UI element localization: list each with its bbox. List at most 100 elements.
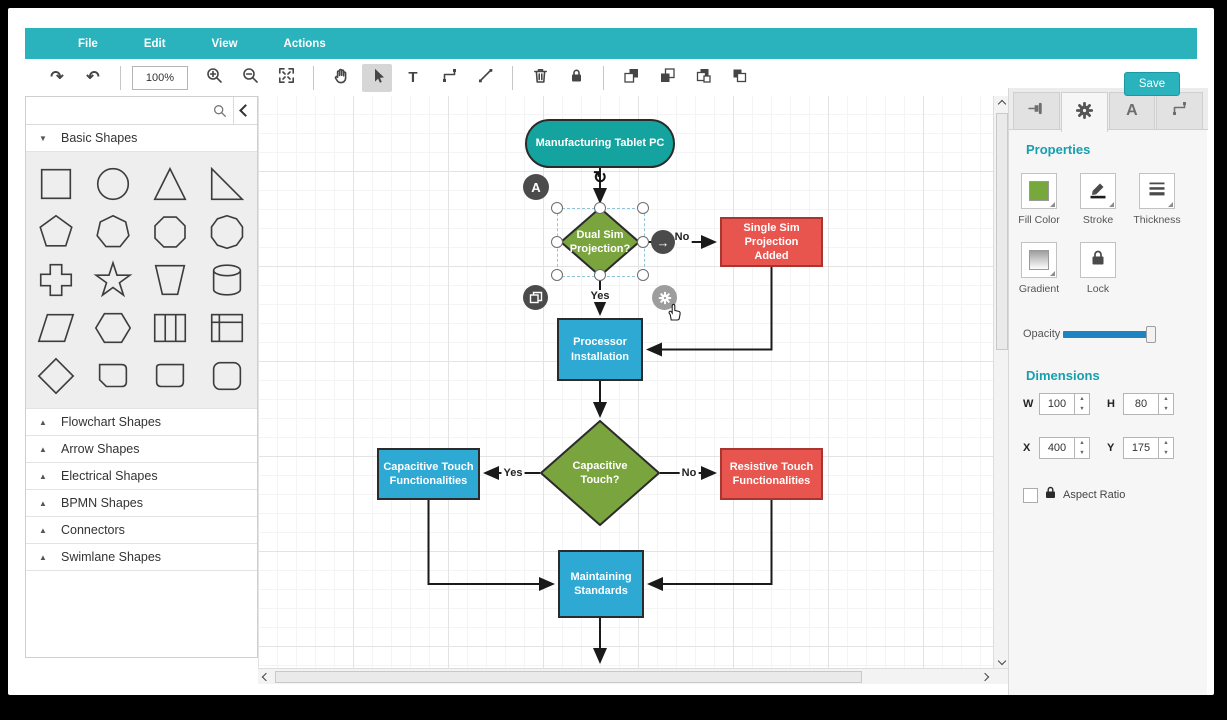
connector-button[interactable] [434,64,464,92]
spin-up-icon[interactable]: ▲ [1079,396,1085,402]
node-single-sim-projection-added[interactable]: Single Sim Projection Added [720,217,823,267]
shape-plus[interactable] [28,256,85,304]
menu-item-file[interactable]: File [78,37,98,50]
spin-up-icon[interactable]: ▲ [1163,396,1169,402]
palette-section-swimlane-shapes[interactable]: ▲Swimlane Shapes [26,544,257,571]
fit-page-button[interactable] [271,64,301,92]
shape-right-triangle[interactable] [198,160,255,208]
selection-handle[interactable] [637,269,649,281]
bring-front-button[interactable] [616,64,646,92]
dim-input-h[interactable] [1123,393,1159,415]
shape-octagon[interactable] [142,208,199,256]
shape-table-rect[interactable] [198,304,255,352]
shape-diamond[interactable] [28,352,85,400]
scroll-up-button[interactable] [994,96,1009,111]
selection-handle[interactable] [551,236,563,248]
selection-handle[interactable] [637,202,649,214]
dim-spinner-x[interactable]: ▲▼ [1075,437,1090,459]
palette-section-flowchart-shapes[interactable]: ▲Flowchart Shapes [26,409,257,436]
menu-item-view[interactable]: View [211,37,238,50]
undo-button[interactable]: ↶ [78,64,108,92]
send-back-button[interactable] [652,64,682,92]
gradient-button[interactable] [1021,242,1057,278]
node-manufacturing-tablet-pc[interactable]: Manufacturing Tablet PC [525,119,675,168]
horizontal-scroll-thumb[interactable] [275,671,862,683]
dim-input-y[interactable] [1123,437,1159,459]
redo-button[interactable]: ↷ [42,64,72,92]
lock-button[interactable] [1080,242,1116,278]
scroll-left-button[interactable] [258,669,273,684]
dim-input-x[interactable] [1039,437,1075,459]
dim-spinner-y[interactable]: ▲▼ [1159,437,1174,459]
search-icon[interactable] [207,97,233,124]
shape-star[interactable] [85,256,142,304]
node-processor-installation[interactable]: Processor Installation [557,318,643,381]
dim-spinner-w[interactable]: ▲▼ [1075,393,1090,415]
pointer-button[interactable] [362,64,392,92]
palette-section-bpmn-shapes[interactable]: ▲BPMN Shapes [26,490,257,517]
menu-item-edit[interactable]: Edit [143,37,166,50]
shape-square[interactable] [28,160,85,208]
palette-section-basic-shapes[interactable]: ▼Basic Shapes [26,125,257,152]
thickness-button[interactable] [1139,173,1175,209]
opacity-slider-handle[interactable] [1146,325,1156,343]
node-maintaining-standards[interactable]: Maintaining Standards [558,550,644,618]
scroll-down-button[interactable] [994,653,1009,668]
stroke-button[interactable] [1080,173,1116,209]
node-capacitive-touch-functionalities[interactable]: Capacitive Touch Functionalities [377,448,480,500]
vertical-scrollbar[interactable] [993,96,1008,668]
shape-cylinder[interactable] [198,256,255,304]
shape-pentagon[interactable] [28,208,85,256]
panel-tab-gear[interactable] [1060,92,1108,132]
scroll-right-button[interactable] [977,669,992,684]
shape-hexagon[interactable] [85,304,142,352]
collapse-panel-button[interactable] [233,97,257,124]
selection-handle[interactable] [551,202,563,214]
node-resistive-touch-functionalities[interactable]: Resistive Touch Functionalities [720,448,823,500]
rotate-handle-icon[interactable]: ↻ [592,168,608,187]
fill-color-button[interactable] [1021,173,1057,209]
annotation-quick-button[interactable]: A [523,174,549,200]
shape-heptagon[interactable] [85,208,142,256]
selection-handle[interactable] [551,269,563,281]
duplicate-quick-button[interactable] [523,285,548,310]
pan-button[interactable] [326,64,356,92]
zoom-level-input[interactable] [132,66,188,90]
shape-trapezoid[interactable] [142,256,199,304]
lock-button[interactable] [561,64,591,92]
zoom-out-button[interactable] [235,64,265,92]
spin-down-icon[interactable]: ▼ [1079,406,1085,412]
selection-handle[interactable] [594,202,606,214]
panel-tab-connector-style[interactable] [1156,92,1203,129]
search-input[interactable] [26,97,207,124]
shape-rounded-square[interactable] [198,352,255,400]
selection-handle[interactable] [637,236,649,248]
bring-forward-button[interactable] [688,64,718,92]
palette-section-connectors[interactable]: ▲Connectors [26,517,257,544]
dim-spinner-h[interactable]: ▲▼ [1159,393,1174,415]
spin-up-icon[interactable]: ▲ [1163,440,1169,446]
palette-section-arrow-shapes[interactable]: ▲Arrow Shapes [26,436,257,463]
node-capacitive-touch[interactable]: Capacitive Touch? [540,420,660,526]
vertical-scroll-thumb[interactable] [996,113,1008,350]
draw-connector-quick-button[interactable]: → [651,230,675,254]
line-button[interactable] [470,64,500,92]
opacity-slider[interactable] [1063,325,1156,343]
panel-tab-pin[interactable] [1013,92,1060,129]
palette-section-electrical-shapes[interactable]: ▲Electrical Shapes [26,463,257,490]
delete-button[interactable] [525,64,555,92]
shape-partition-rect[interactable] [142,304,199,352]
panel-tab-text-style[interactable]: A [1108,92,1156,129]
spin-down-icon[interactable]: ▼ [1163,406,1169,412]
shape-card-right[interactable] [142,352,199,400]
menu-item-actions[interactable]: Actions [283,37,326,50]
save-button[interactable]: Save [1124,72,1180,96]
zoom-in-button[interactable] [199,64,229,92]
horizontal-scrollbar[interactable] [258,668,1008,684]
text-button[interactable]: T [398,64,428,92]
selection-handle[interactable] [594,269,606,281]
shape-parallelogram[interactable] [28,304,85,352]
dim-input-w[interactable] [1039,393,1075,415]
shape-triangle[interactable] [142,160,199,208]
shape-circle[interactable] [85,160,142,208]
